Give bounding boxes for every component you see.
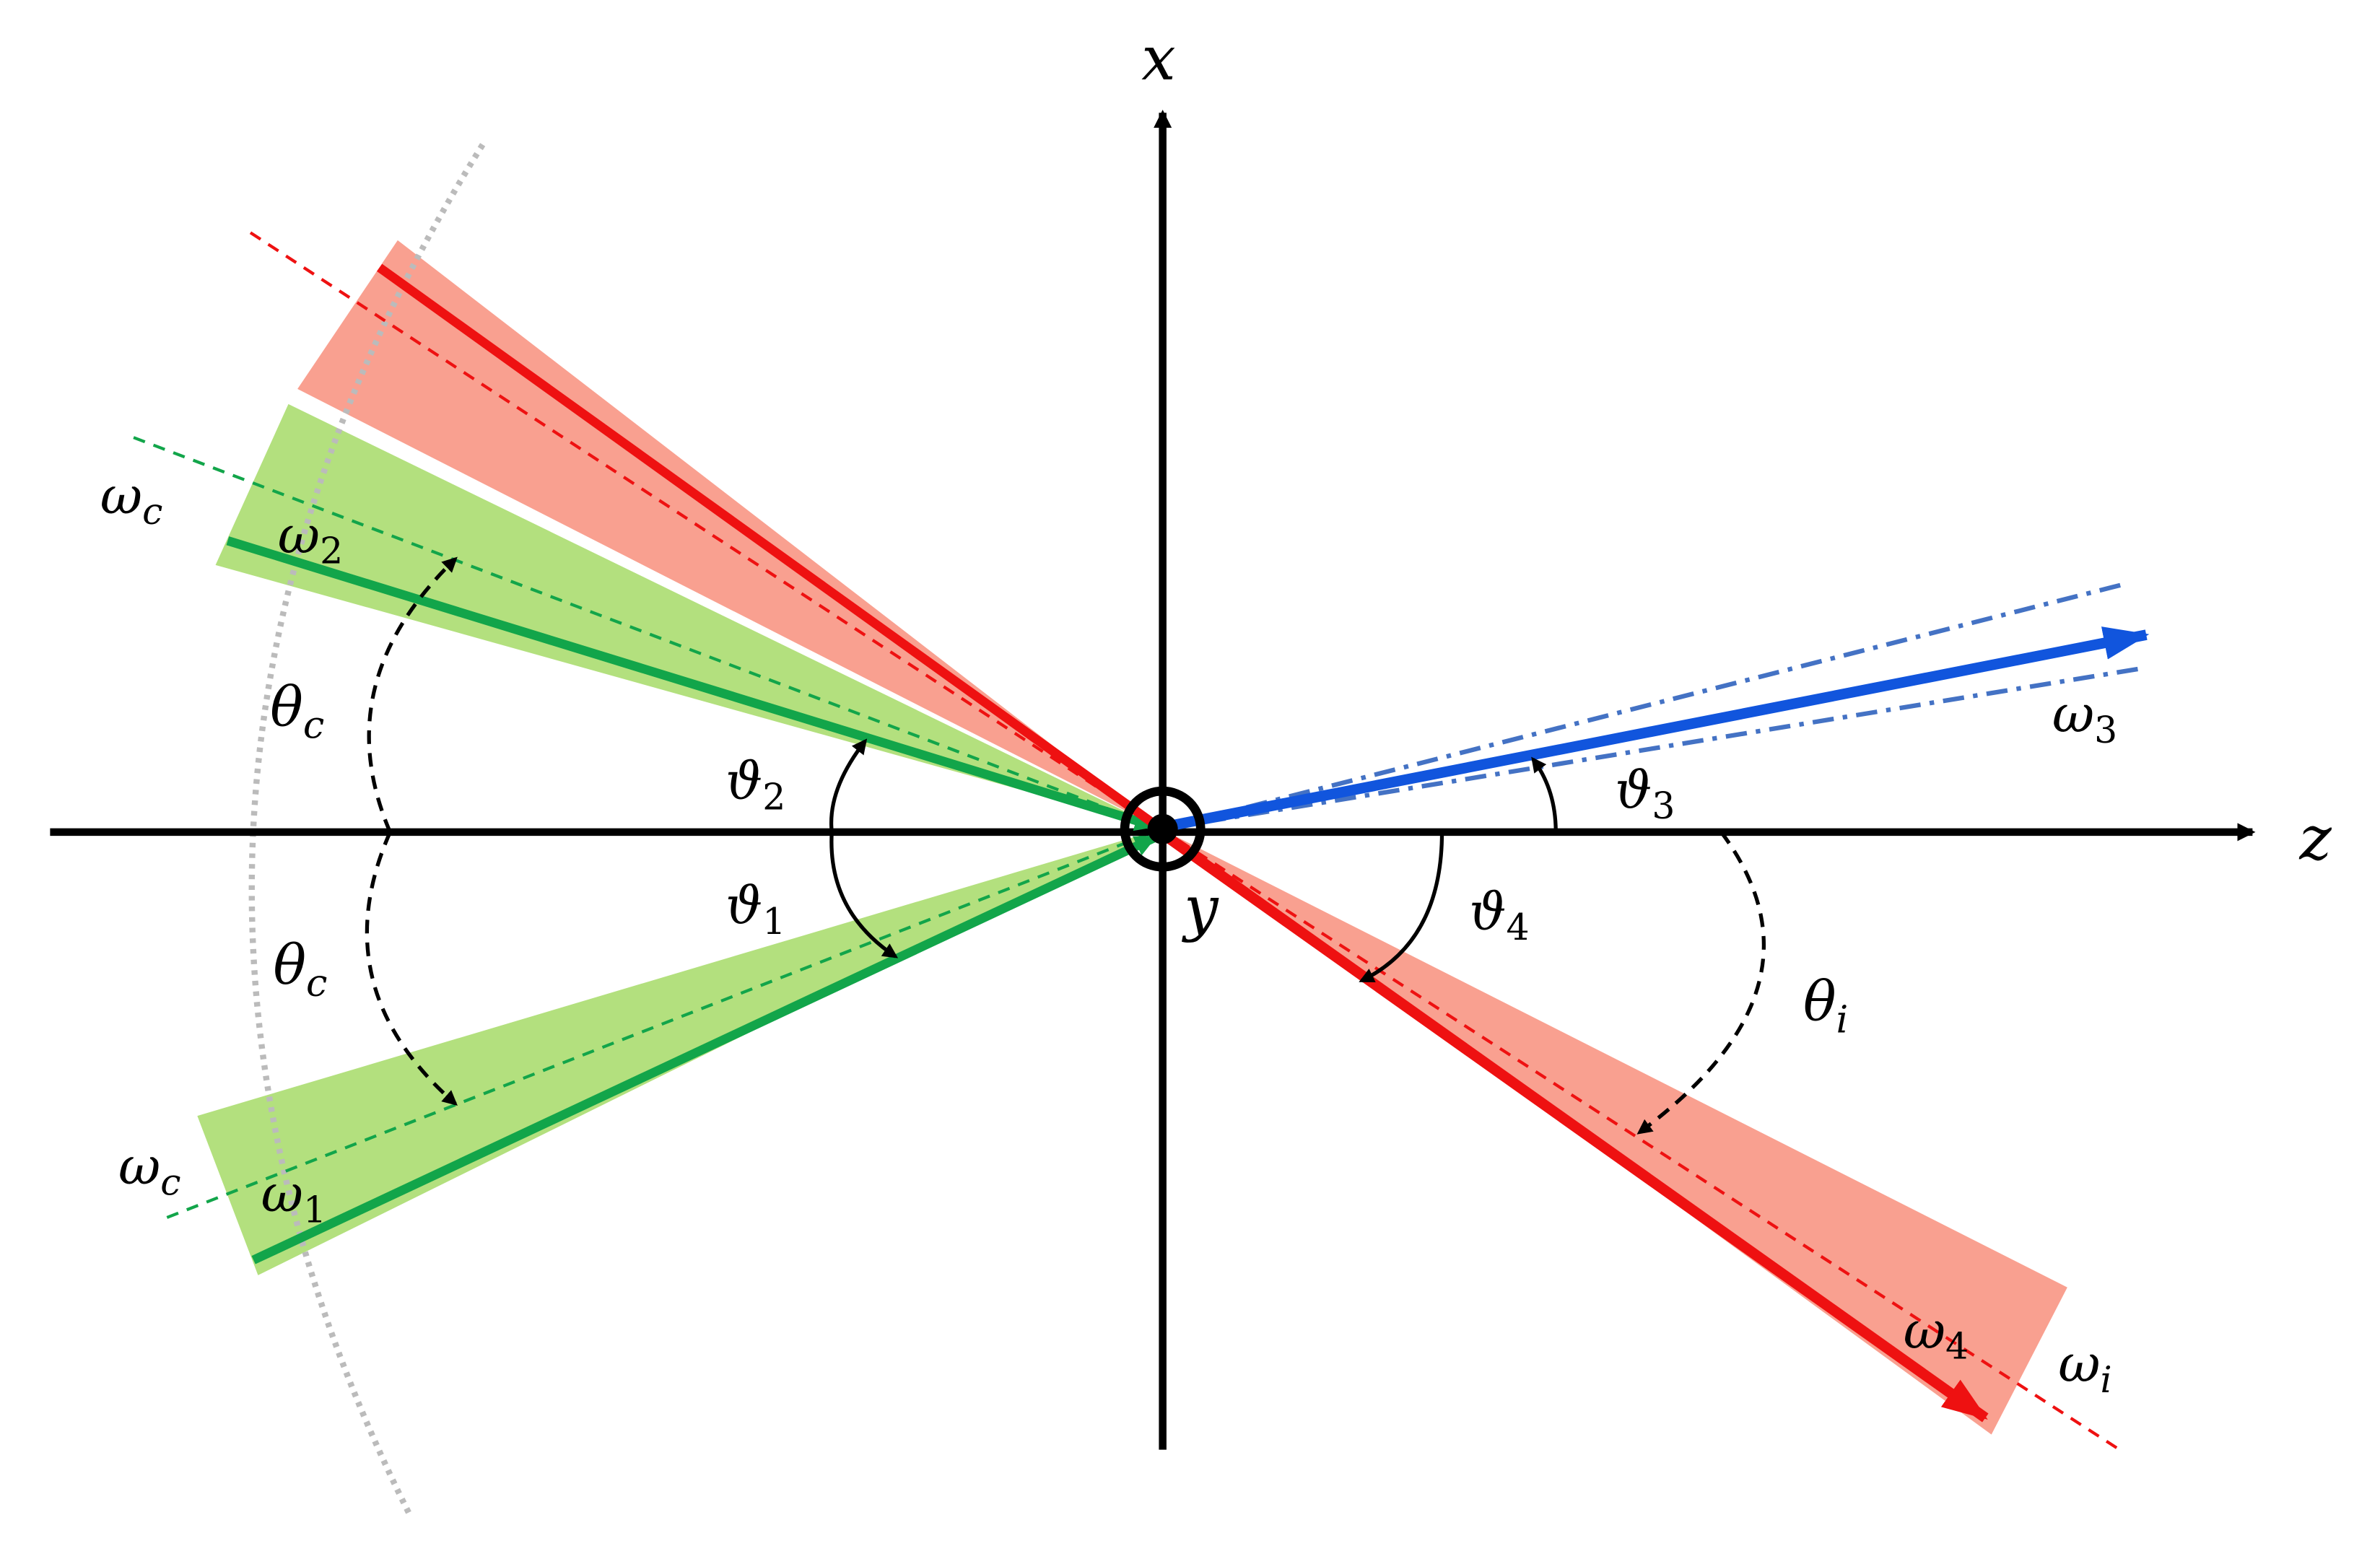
beam-w4 (1165, 834, 1989, 1423)
arc-v1 (829, 831, 899, 958)
x-axis-label: x (1141, 23, 1175, 94)
beam-red-upper (376, 263, 1164, 833)
label-theta-c-bottom: θc (273, 933, 327, 1005)
y-axis-symbol (1120, 786, 1206, 872)
arc-theta-i (1636, 831, 1766, 1135)
collection-arc (248, 143, 486, 1516)
blue-cone-upper-edge (1160, 580, 2129, 831)
beam-w3 (1167, 626, 2150, 831)
y-axis-label: y (1181, 873, 1219, 943)
label-theta-i: θi (1803, 970, 1848, 1042)
green-dashed-lower (166, 827, 1162, 1219)
red-cone-upper (297, 240, 1161, 829)
label-w3: ω3 (2052, 684, 2117, 751)
arc-theta-c-bottom (365, 831, 458, 1106)
label-v1: ϑ1 (725, 875, 785, 943)
label-wi: ωi (2058, 1334, 2111, 1401)
arc-v4 (1359, 831, 1444, 983)
arc-v2 (829, 738, 868, 833)
arc-v3 (1531, 756, 1558, 832)
label-w4: ω4 (1904, 1301, 1969, 1368)
label-v2: ϑ2 (725, 751, 785, 818)
arc-theta-c-top (367, 556, 458, 833)
red-cone-lower (1161, 829, 2067, 1435)
beam-w1 (251, 834, 1156, 1264)
beam-w2 (226, 536, 1157, 831)
green-cone-lower (197, 829, 1161, 1275)
label-theta-c-top: θc (270, 676, 324, 748)
label-v4: ϑ4 (1469, 881, 1529, 948)
label-wc-top: ωc (100, 466, 163, 533)
label-w1: ω1 (261, 1164, 326, 1231)
z-axis-label: z (2299, 803, 2332, 874)
green-cone-upper (215, 403, 1161, 829)
blue-cone-lower-edge (1161, 665, 2144, 831)
label-v3: ϑ3 (1615, 760, 1675, 827)
label-w2: ω2 (278, 505, 343, 572)
green-dashed-upper (133, 436, 1162, 831)
red-dashed-upper (249, 231, 1162, 831)
label-wc-bottom: ωc (118, 1137, 181, 1204)
